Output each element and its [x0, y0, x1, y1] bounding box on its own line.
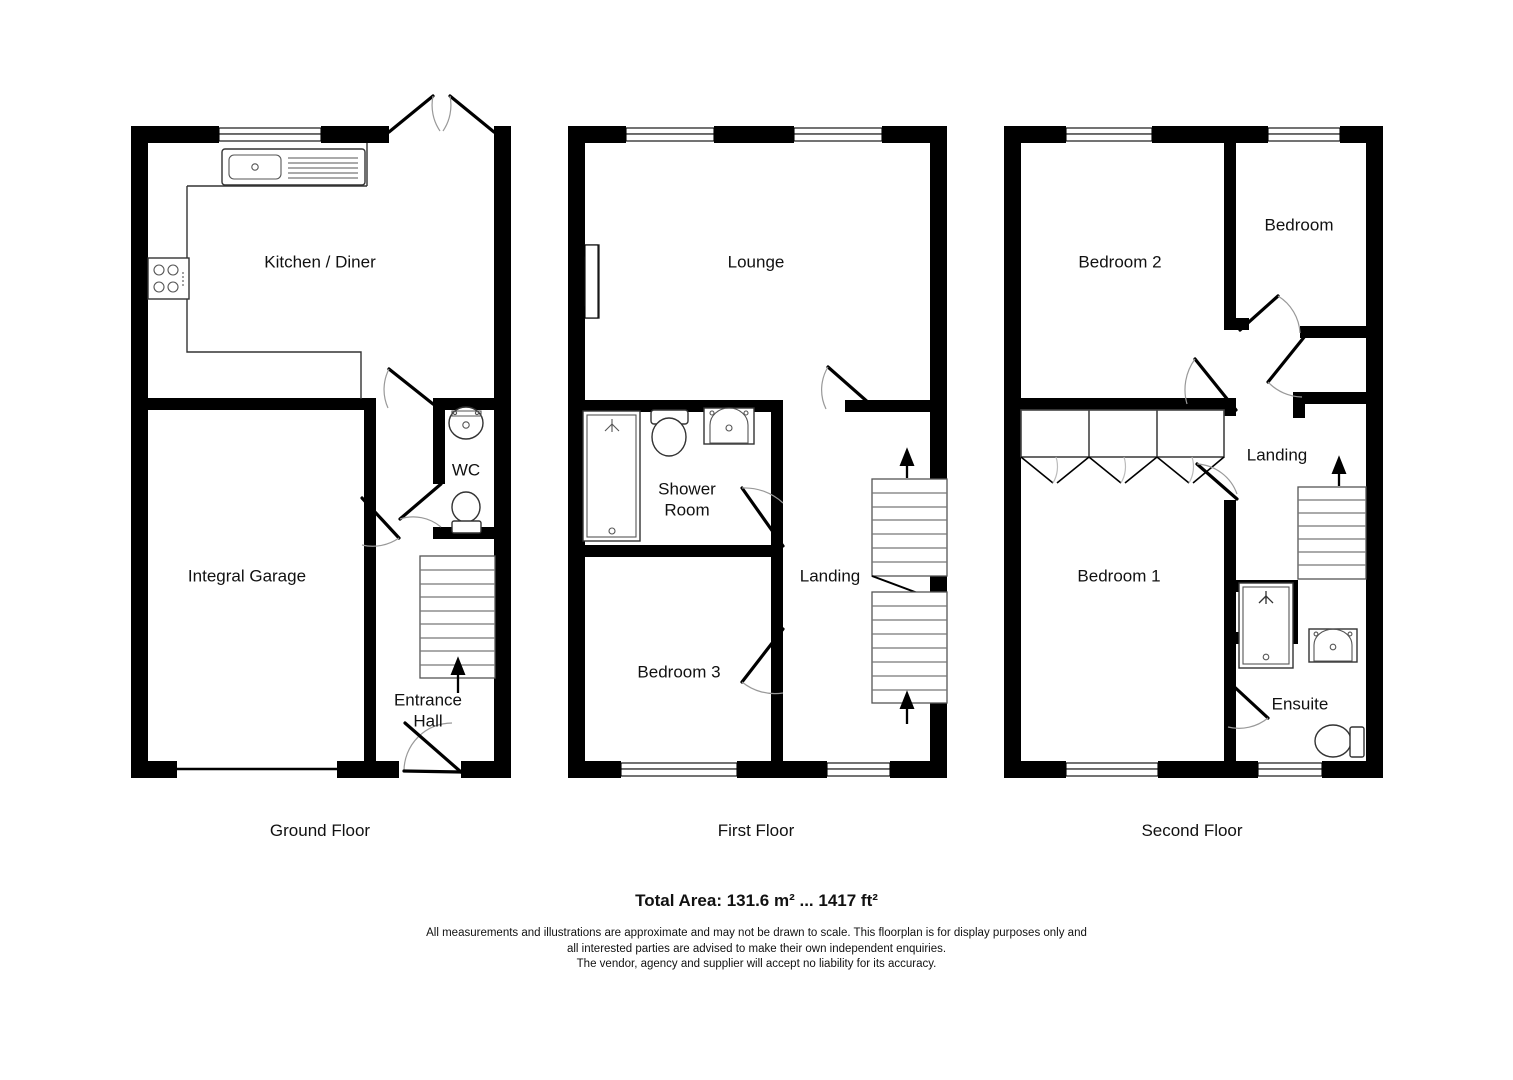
front-door	[402, 721, 463, 774]
window-bedroom3-rear	[620, 762, 738, 777]
kitchen-hall-door	[383, 367, 435, 409]
window-bedroom-front	[1267, 127, 1341, 142]
ground-floor-plan: Kitchen / Diner WC Integral Garage Entra…	[131, 94, 511, 778]
kitchen-sink-icon	[221, 148, 366, 186]
window-lounge-front-left	[625, 127, 715, 142]
window-bedroom2-front	[1065, 127, 1153, 142]
staircase-up	[419, 555, 496, 693]
shower-room-door	[740, 486, 785, 548]
disclaimer-line-3: The vendor, agency and supplier will acc…	[576, 958, 937, 970]
built-in-wardrobes-icon	[1020, 409, 1225, 484]
room-label-ensuite: Ensuite	[1272, 694, 1329, 713]
window-bedroom1-rear	[1065, 762, 1159, 777]
room-label-landing: Landing	[800, 566, 861, 585]
wc-basin-icon	[448, 406, 484, 440]
kitchen-hob-icon	[147, 257, 190, 300]
disclaimer-line-2: all interested parties are advised to ma…	[566, 942, 947, 955]
lounge-landing-door	[821, 365, 872, 410]
room-label-shower-room-2: Room	[664, 500, 709, 519]
ensuite-basin-icon	[1308, 628, 1358, 663]
room-label-bedroom: Bedroom	[1265, 215, 1334, 234]
wc-door	[398, 482, 443, 528]
bedroom3-door	[740, 627, 785, 695]
bay-window-lounge	[568, 244, 600, 319]
bedroom2-door	[1195, 462, 1239, 501]
window-kitchen-front	[218, 127, 322, 142]
shower-room-toilet-icon	[650, 409, 689, 457]
room-label-entrance-hall-1: Entrance	[394, 690, 462, 709]
room-label-integral-garage: Integral Garage	[188, 566, 306, 585]
shower-room-basin-icon	[703, 407, 755, 445]
staircase-up	[871, 447, 948, 577]
window-landing-rear	[826, 762, 891, 777]
window-ensuite-rear	[1257, 762, 1323, 777]
landing-door-right	[1266, 334, 1307, 398]
bedroom-door	[1238, 294, 1301, 334]
room-label-bedroom-2: Bedroom 2	[1078, 252, 1161, 271]
ensuite-door	[1226, 679, 1270, 729]
disclaimer-text: All measurements and illustrations are a…	[0, 926, 1513, 973]
room-label-bedroom-3: Bedroom 3	[637, 662, 720, 681]
room-label-entrance-hall-2: Hall	[413, 711, 442, 730]
staircase-down	[871, 591, 948, 724]
room-label-lounge: Lounge	[728, 252, 785, 271]
room-label-bedroom-1: Bedroom 1	[1077, 566, 1160, 585]
floor-caption-ground: Ground Floor	[269, 821, 371, 840]
landing-door-left	[1184, 357, 1238, 412]
first-floor-plan: Lounge Shower Room Landing Bedroom 3	[568, 126, 948, 778]
total-area-text: Total Area: 131.6 m² ... 1417 ft²	[635, 891, 878, 910]
floor-caption-second: Second Floor	[1141, 821, 1243, 840]
room-label-wc: WC	[452, 460, 480, 479]
wc-toilet-icon	[451, 491, 482, 534]
second-floor-plan: Bedroom 2 Bedroom Landing Bedroom 1 Ensu…	[1004, 126, 1383, 778]
room-label-kitchen-diner: Kitchen / Diner	[264, 252, 376, 271]
room-label-shower-room-1: Shower	[658, 479, 716, 498]
staircase-up	[1297, 455, 1367, 580]
room-label-landing: Landing	[1247, 445, 1308, 464]
disclaimer-line-1: All measurements and illustrations are a…	[426, 927, 1087, 939]
french-doors	[387, 94, 496, 134]
shower-enclosure-icon	[582, 410, 641, 542]
ensuite-toilet-icon	[1314, 724, 1365, 758]
ensuite-shower-icon	[1238, 582, 1294, 669]
garage-hall-door	[360, 496, 401, 547]
window-lounge-front-right	[793, 127, 883, 142]
ground-floor-walls	[131, 126, 511, 778]
floor-caption-first: First Floor	[717, 821, 795, 840]
